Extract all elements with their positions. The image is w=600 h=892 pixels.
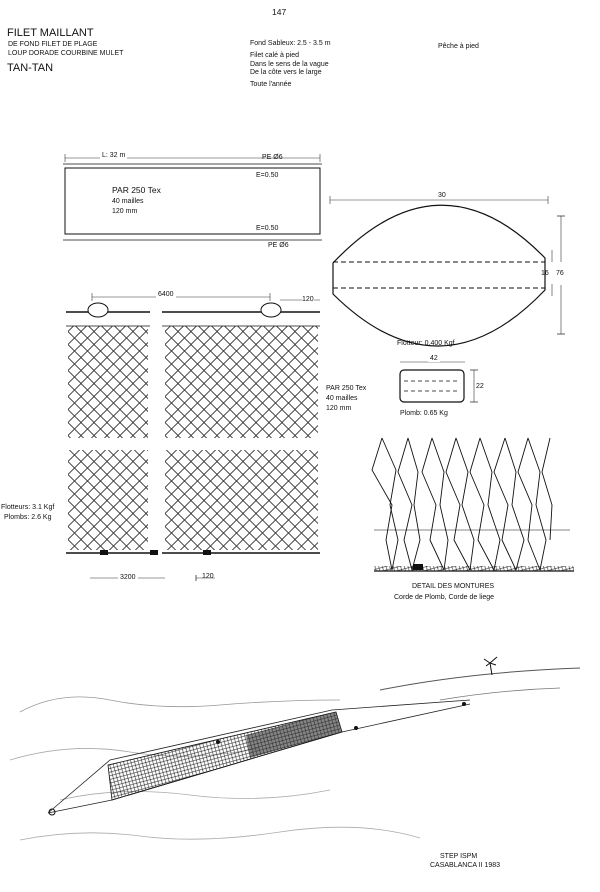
float-width: 30 bbox=[436, 192, 448, 199]
page-number: 147 bbox=[272, 7, 287, 17]
floats-weight: Flotteurs: 3.1 Kgf bbox=[1, 504, 55, 511]
lead-label: Plomb: 0.65 Kg bbox=[400, 410, 448, 417]
e-top-label: E=0.50 bbox=[256, 172, 279, 179]
float-height: 76 bbox=[556, 270, 564, 277]
top-spacing: 6400 bbox=[156, 291, 176, 298]
leads-weight: Plombs: 2.6 Kg bbox=[4, 514, 52, 521]
net-meshes: 40 mailles bbox=[112, 198, 144, 205]
note-line-4: De la côte vers le large bbox=[250, 69, 322, 76]
float-label: Flotteur: 0.400 Kgf bbox=[397, 340, 455, 347]
note-line-2: Filet calé à pied bbox=[250, 52, 300, 59]
float-diagram bbox=[329, 196, 565, 347]
mountings-title: DETAIL DES MONTURES bbox=[412, 583, 495, 590]
credit-line-2: CASABLANCA II 1983 bbox=[430, 862, 501, 869]
lead-step: 120 bbox=[202, 573, 214, 580]
detail-mesh-size: 120 mm bbox=[326, 405, 352, 412]
bottom-spacing: 3200 bbox=[118, 574, 138, 581]
float-step: 120 bbox=[302, 296, 314, 303]
detail-meshes: 40 mailles bbox=[326, 395, 358, 402]
header-line-2: DE FOND FILET DE PLAGE bbox=[8, 41, 98, 48]
lead-height: 22 bbox=[476, 383, 484, 390]
lead-width: 42 bbox=[428, 355, 440, 362]
mountings-subtitle: Corde de Plomb, Corde de liege bbox=[394, 594, 495, 601]
e-bottom-label: E=0.50 bbox=[256, 225, 279, 232]
location: TAN-TAN bbox=[7, 62, 54, 74]
header-line-3: LOUP DORADE COURBINE MULET bbox=[8, 50, 124, 57]
note-line-5: Toute l'année bbox=[250, 81, 292, 88]
mounting-detail bbox=[371, 437, 574, 572]
credit-line-1: STEP ISPM bbox=[440, 853, 478, 860]
net-length-label: L: 32 m bbox=[100, 152, 128, 159]
top-rope-label: PE Ø6 bbox=[262, 154, 283, 161]
float-inner-height: 16 bbox=[541, 270, 549, 277]
note-line-1: Fond Sableux: 2.5 - 3.5 m bbox=[250, 40, 331, 47]
net-material: PAR 250 Tex bbox=[112, 185, 161, 195]
sheet-title: FILET MAILLANT bbox=[7, 27, 94, 39]
fishing-type: Pêche à pied bbox=[438, 43, 479, 50]
note-line-3: Dans le sens de la vague bbox=[250, 61, 329, 68]
net-mesh-size: 120 mm bbox=[112, 208, 138, 215]
detail-material: PAR 250 Tex bbox=[326, 385, 367, 392]
beach-scene bbox=[9, 656, 581, 841]
net-plan bbox=[63, 154, 322, 241]
bottom-rope-label: PE Ø6 bbox=[268, 242, 289, 249]
lead-diagram bbox=[399, 361, 478, 403]
net-detail bbox=[66, 293, 320, 581]
